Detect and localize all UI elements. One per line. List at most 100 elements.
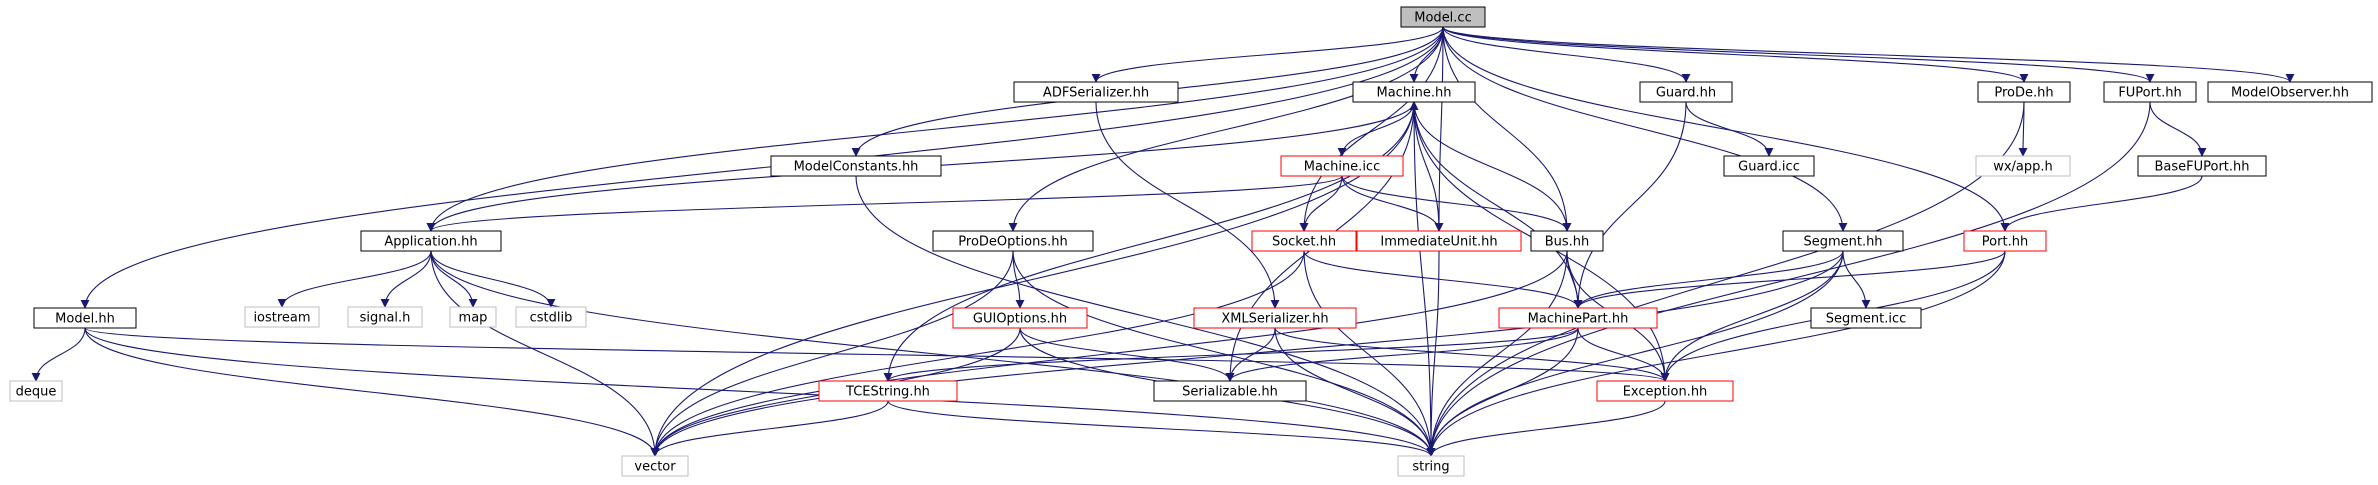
node-box [1356, 230, 1522, 252]
edge-model_hh-to-vector [84, 327, 660, 457]
node-box [1400, 6, 1486, 28]
edge-machine_hh-to-tcestring_hh [883, 101, 1415, 382]
edge-application_hh-to-signal_h [380, 250, 432, 308]
node-box [1352, 81, 1476, 103]
node-box [2137, 155, 2267, 177]
node-machine-hh[interactable]: Machine.hh [1352, 81, 1476, 103]
node-label: ImmediateUnit.hh [1380, 235, 1497, 250]
node-model-cc[interactable]: Model.cc [1400, 6, 1486, 28]
node-serializable-hh[interactable]: Serializable.hh [1153, 380, 1307, 402]
node-label: ModelConstants.hh [794, 160, 919, 175]
node-label: signal.h [360, 311, 411, 326]
node-box [360, 230, 502, 252]
edge-bus_hh-to-vector [650, 250, 1568, 457]
node-modelconstants-hh[interactable]: ModelConstants.hh [770, 155, 942, 177]
edge-model_cc-to-segment_hh [1442, 26, 1848, 232]
node-machinepart-hh[interactable]: MachinePart.hh [1498, 307, 1658, 329]
node-string: string [1397, 455, 1465, 477]
node-guioptions-hh[interactable]: GUIOptions.hh [952, 307, 1088, 329]
node-box [1975, 155, 2071, 177]
node-exception-hh[interactable]: Exception.hh [1596, 380, 1734, 402]
edge-application_hh-to-vector [430, 250, 660, 457]
node-box [1013, 81, 1179, 103]
edge-model_cc-to-model_hh [80, 26, 1444, 309]
node-box [1723, 155, 1815, 177]
node-cstdlib: cstdlib [515, 306, 587, 328]
node-label: Model.hh [55, 312, 115, 327]
node-label: TCEString.hh [845, 385, 930, 400]
edge-port_hh-to-machinepart_hh [1573, 250, 2006, 309]
node-label: deque [16, 385, 57, 400]
node-bus-hh[interactable]: Bus.hh [1530, 230, 1604, 252]
node-label: cstdlib [530, 311, 573, 326]
node-label: Application.hh [384, 235, 477, 250]
node-box [515, 306, 587, 328]
edge-guioptions_hh-to-serializable_hh [1019, 327, 1235, 382]
node-label: ADFSerializer.hh [1043, 86, 1149, 101]
node-box [347, 306, 423, 328]
node-label: MachinePart.hh [1528, 312, 1629, 327]
node-xmlserializer-hh[interactable]: XMLSerializer.hh [1193, 307, 1357, 329]
node-modelobserver-hh[interactable]: ModelObserver.hh [2207, 81, 2373, 103]
node-prode-hh[interactable]: ProDe.hh [1977, 81, 2071, 103]
node-immediateunit-hh[interactable]: ImmediateUnit.hh [1356, 230, 1522, 252]
node-box [1397, 455, 1465, 477]
edge-exception_hh-to-string [1426, 400, 1666, 457]
edge-machine_icc-to-socket_hh [1299, 175, 1343, 232]
edge-segment_hh-to-exception_hh [1660, 250, 1844, 382]
edge-socket_hh-to-machinepart_hh [1303, 250, 1583, 309]
node-adfserializer-hh[interactable]: ADFSerializer.hh [1013, 81, 1179, 103]
edge-tcestring_hh-to-vector [650, 400, 889, 457]
node-box [1251, 230, 1357, 252]
edge-application_hh-to-iostream [277, 250, 432, 308]
edge-model_hh-to-deque [31, 327, 86, 382]
node-iostream: iostream [244, 306, 320, 328]
node-prodeoptions-hh[interactable]: ProDeOptions.hh [932, 230, 1094, 252]
node-tcestring-hh[interactable]: TCEString.hh [818, 380, 958, 402]
edge-model_cc-to-modelobserver_hh [1442, 26, 2295, 83]
node-label: BaseFUPort.hh [2154, 160, 2249, 175]
node-box [1153, 380, 1307, 402]
edge-machine_hh-to-machine_icc [1337, 101, 1415, 157]
node-box [770, 155, 942, 177]
node-box [244, 306, 320, 328]
edge-model_cc-to-adfserializer_hh [1091, 26, 1444, 83]
edge-fuport_hh-to-basefuport_hh [2149, 101, 2207, 157]
node-machine-icc[interactable]: Machine.icc [1280, 155, 1404, 177]
edge-socket_hh-to-vector [650, 250, 1305, 457]
node-label: Guard.icc [1738, 160, 1800, 175]
node-basefuport-hh[interactable]: BaseFUPort.hh [2137, 155, 2267, 177]
node-label: Model.cc [1414, 11, 1471, 26]
node-label: map [459, 311, 488, 326]
edge-model_cc-to-prode_hh [1442, 26, 2029, 83]
edge-segment_hh-to-machinepart_hh [1573, 250, 1844, 309]
edge-prodeoptions_hh-to-vector [650, 250, 1014, 457]
node-box [1639, 81, 1733, 103]
node-box [1963, 230, 2047, 252]
edge-fuport_hh-to-string [1426, 101, 2151, 457]
node-segment-icc[interactable]: Segment.icc [1810, 307, 1922, 329]
node-fuport-hh[interactable]: FUPort.hh [2103, 81, 2197, 103]
node-port-hh[interactable]: Port.hh [1963, 230, 2047, 252]
node-model-hh[interactable]: Model.hh [33, 307, 137, 329]
node-box [2207, 81, 2373, 103]
node-guard-hh[interactable]: Guard.hh [1639, 81, 1733, 103]
edge-machinepart_hh-to-machine_hh [1409, 101, 1579, 309]
edge-model_cc-to-immediateunit_hh [1434, 26, 1444, 232]
edge-prode_hh-to-string [1426, 101, 2025, 457]
edge-bus_hh-to-string [1426, 250, 1568, 457]
node-label: Segment.icc [1826, 312, 1907, 327]
node-socket-hh[interactable]: Socket.hh [1251, 230, 1357, 252]
edge-tcestring_hh-to-string [887, 400, 1436, 457]
node-vector: vector [621, 455, 689, 477]
node-application-hh[interactable]: Application.hh [360, 230, 502, 252]
edge-immediateunit_hh-to-machine_hh [1409, 101, 1440, 232]
node-guard-icc[interactable]: Guard.icc [1723, 155, 1815, 177]
node-box [952, 307, 1088, 329]
node-label: Serializable.hh [1182, 385, 1278, 400]
edges-layer [31, 26, 2295, 457]
node-label: Segment.hh [1803, 235, 1882, 250]
node-segment-hh[interactable]: Segment.hh [1782, 230, 1904, 252]
edge-xmlserializer_hh-to-exception_hh [1274, 327, 1670, 382]
